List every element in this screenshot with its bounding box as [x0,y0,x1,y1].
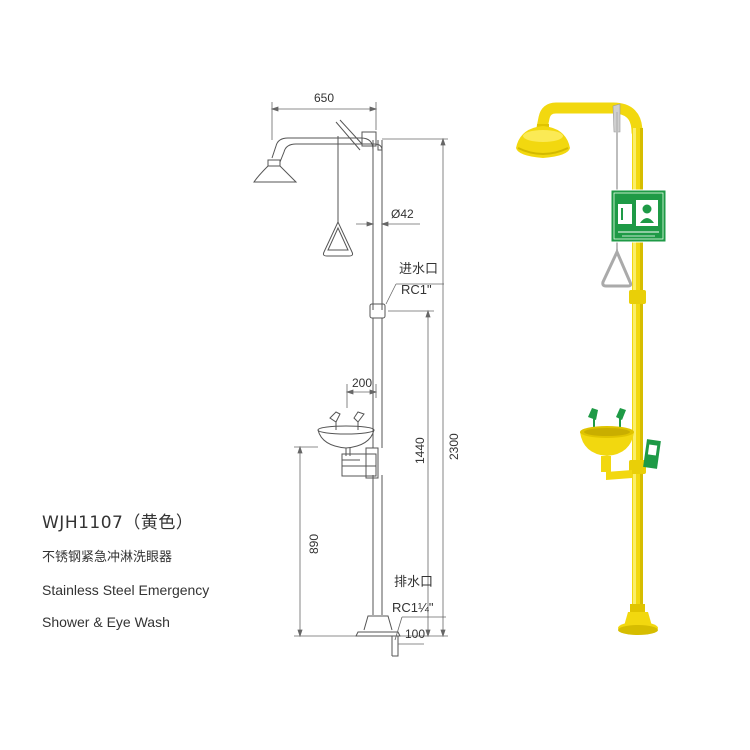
dimension-lines [270,102,448,645]
pull-handle [322,119,363,257]
dim-bowl-height: 890 [307,534,321,554]
yellow-main-pipe [632,128,643,633]
dim-pipe-diameter: Ø42 [391,207,414,221]
shower-arm [271,131,383,163]
dim-total-height: 2300 [447,433,461,460]
eyewash-valve [341,447,379,479]
inlet-label: 进水口 [399,261,438,276]
product-model: WJH1107（黄色） [42,513,194,533]
product-name-cn: 不锈钢紧急冲淋洗眼器 [42,550,173,565]
yellow-shower-arm [536,102,643,138]
line-drawing [253,119,401,657]
product-illustration [516,102,667,635]
eyewash-bowl [317,411,375,456]
dim-base: 100 [405,627,425,641]
safety-sign [610,189,667,243]
yellow-shower-head [516,124,570,158]
yellow-base [618,604,658,635]
inlet-thread: RC1" [401,282,432,297]
product-name-en-line1: Stainless Steel Emergency [42,582,210,598]
shower-head [253,159,298,183]
product-title-block: WJH1107（黄色） 不锈钢紧急冲淋洗眼器 Stainless Steel E… [42,508,209,635]
dim-inlet-height: 1440 [413,437,427,464]
floor-base [355,615,401,657]
dim-arm-length: 650 [314,91,334,105]
product-name-en-line2: Shower & Eye Wash [42,614,170,630]
main-pipe [369,140,386,615]
yellow-eyewash-bowl [580,408,634,480]
product-name-en: Stainless Steel Emergency Shower & Eye W… [42,577,209,635]
outlet-label: 排水口 [394,574,433,589]
push-flag [643,439,661,469]
outlet-thread: RC1¼" [392,600,434,615]
dim-eyewash-offset: 200 [352,376,372,390]
